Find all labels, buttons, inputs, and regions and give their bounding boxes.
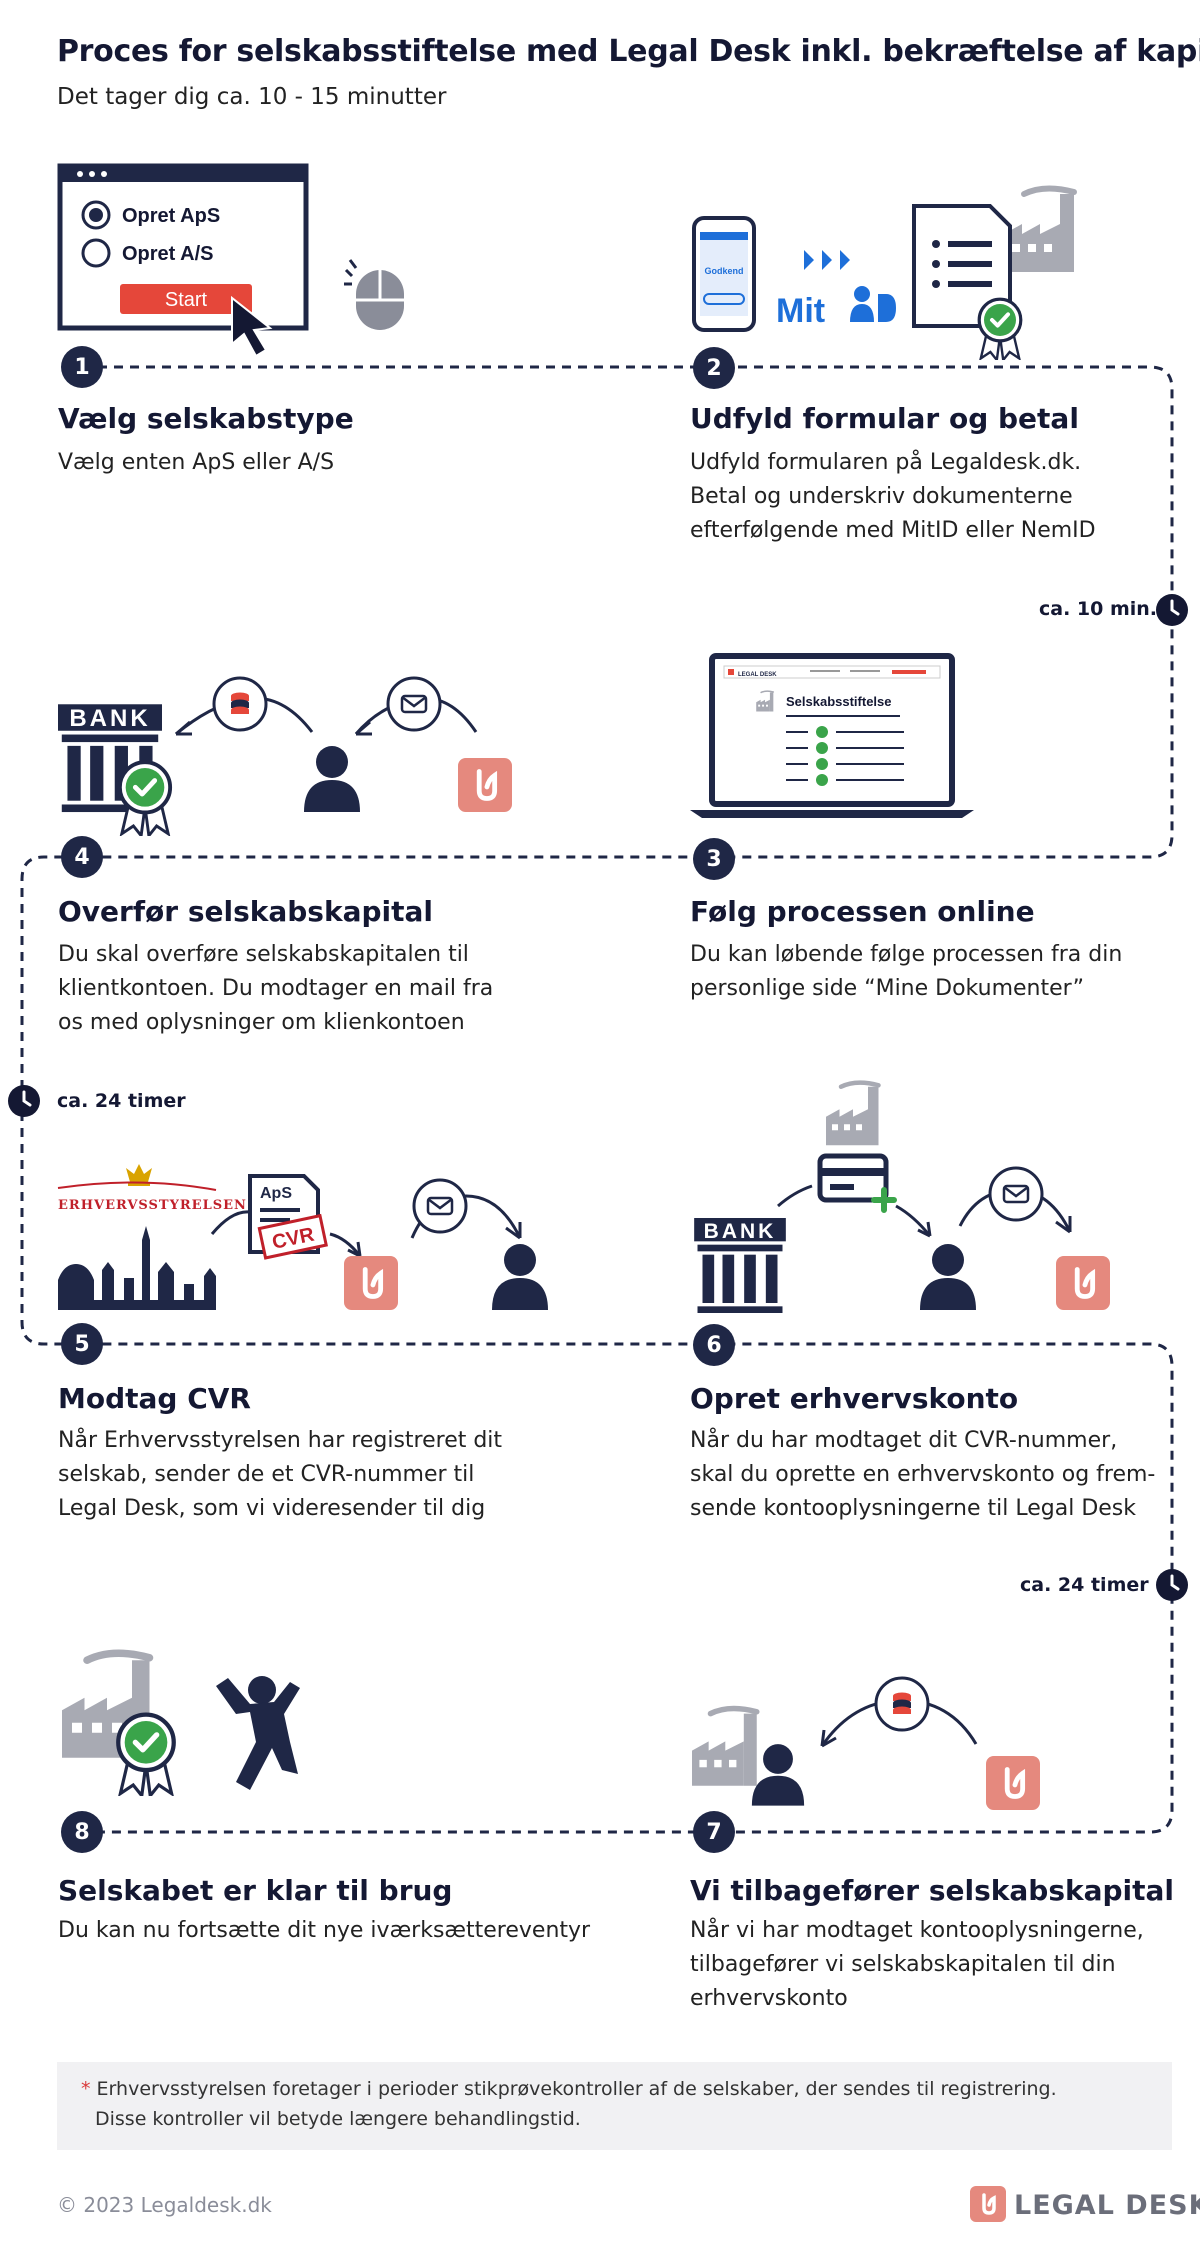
footnote-line-2: Disse kontroller vil betyde længere beha…	[95, 2108, 581, 2130]
step7-refund-illustration	[692, 1676, 1040, 1810]
step-3-badge: 3	[693, 838, 735, 880]
step-2-title: Udfyld formular og betal	[690, 402, 1079, 435]
page-subtitle: Det tager dig ca. 10 - 15 minutter	[57, 84, 447, 110]
erhvervsstyrelsen-logo: ERHVERVSSTYRELSEN	[58, 1198, 247, 1213]
jumping-person-icon	[216, 1676, 300, 1790]
coins-icon	[212, 676, 268, 732]
step6-bank-account-illustration: BANK	[694, 1083, 1110, 1313]
copyright: © 2023 Legaldesk.dk	[57, 2193, 272, 2217]
step-5-description: Når Erhvervsstyrelsen har registreret di…	[58, 1428, 503, 1521]
legal-desk-logo-icon	[1056, 1256, 1110, 1310]
option-aps-label: Opret ApS	[122, 205, 220, 227]
footnote-asterisk: *	[81, 2078, 91, 2100]
step-7-description: Når vi har modtaget kontooplysningerne, …	[690, 1918, 1144, 2011]
person-icon	[751, 1744, 805, 1806]
duration-label: ca. 24 timer	[1020, 1574, 1149, 1596]
mitid-id-mark	[850, 286, 896, 322]
step-4-badge: 4	[61, 836, 103, 878]
bank-sign: BANK	[704, 1220, 777, 1243]
step-8-description: Du kan nu fortsætte dit nye iværksættere…	[58, 1918, 591, 1943]
clock-icon	[1156, 594, 1188, 626]
step-7-badge: 7	[693, 1811, 735, 1853]
certificate-seal-icon	[118, 1715, 173, 1796]
step-5-badge: 5	[61, 1323, 103, 1365]
skyline-icon	[58, 1226, 216, 1310]
step-4-description: Du skal overføre selskabskapitalen til k…	[58, 942, 494, 1035]
duration-label: ca. 24 timer	[57, 1090, 186, 1112]
arrows-icon	[804, 250, 850, 270]
credit-card-icon	[817, 1153, 889, 1203]
page-title: Proces for selskabsstiftelse med Legal D…	[57, 34, 1200, 69]
step2-mitid-illustration: Godkend Mit	[692, 188, 1074, 360]
clock-icon	[8, 1085, 40, 1117]
footnote-line-1: Erhvervsstyrelsen foretager i perioder s…	[96, 2078, 1057, 2100]
person-icon	[492, 1244, 548, 1310]
doc-aps-label: ApS	[260, 1185, 292, 1202]
step-4-title: Overfør selskabskapital	[58, 895, 434, 928]
footnote-box: * Erhvervsstyrelsen foretager i perioder…	[57, 2062, 1172, 2150]
envelope-icon	[386, 676, 442, 732]
step8-ready-illustration	[62, 1653, 300, 1795]
step3-laptop-illustration: LEGAL DESK Selskabsstiftelse	[690, 653, 974, 818]
envelope-icon	[988, 1166, 1044, 1222]
step-6-title: Opret erhvervskonto	[690, 1382, 1019, 1415]
bank-sign: BANK	[69, 705, 150, 732]
coins-icon	[874, 1676, 930, 1732]
brand-wordmark: LEGAL DESK	[1014, 2190, 1200, 2221]
plus-icon	[871, 1187, 897, 1213]
laptop-doc-title: Selskabsstiftelse	[786, 694, 892, 709]
step-1-badge: 1	[61, 346, 103, 388]
crown-icon	[126, 1164, 152, 1186]
envelope-icon	[412, 1178, 468, 1234]
step-8-title: Selskabet er klar til brug	[58, 1874, 453, 1907]
mitid-logo: Mit	[776, 292, 825, 330]
cursor-icon	[231, 295, 273, 358]
certificate-seal-icon	[120, 762, 170, 835]
step-3-description: Du kan løbende følge processen fra din p…	[690, 942, 1123, 1001]
phone-approve-label: Godkend	[704, 266, 743, 276]
step-2-badge: 2	[693, 347, 735, 389]
legal-desk-logo-icon	[970, 2186, 1006, 2222]
certificate-seal-icon	[977, 297, 1023, 360]
step-5-title: Modtag CVR	[58, 1382, 251, 1415]
step-2-description: Udfyld formularen på Legaldesk.dk. Betal…	[690, 450, 1096, 543]
person-icon	[920, 1244, 976, 1310]
flow-path	[20, 365, 1174, 1834]
step-1-title: Vælg selskabstype	[58, 402, 354, 435]
clock-icon	[1156, 1569, 1188, 1601]
step1-browser-illustration: Opret ApS Opret A/S Start	[57, 163, 404, 358]
legal-desk-logo-icon	[986, 1756, 1040, 1810]
step-3-title: Følg processen online	[690, 895, 1035, 928]
laptop-app-brand: LEGAL DESK	[738, 672, 777, 678]
legal-desk-logo-icon	[458, 758, 512, 812]
step4-transfer-illustration: BANK	[58, 676, 512, 836]
step-1-description: Vælg enten ApS eller A/S	[58, 450, 335, 475]
duration-label: ca. 10 min.	[1039, 598, 1158, 620]
legal-desk-logo-icon	[344, 1256, 398, 1310]
step-7-title: Vi tilbagefører selskabskapital	[690, 1874, 1175, 1907]
step-6-badge: 6	[693, 1324, 735, 1366]
mouse-icon	[344, 259, 404, 330]
option-as-label: Opret A/S	[122, 243, 214, 265]
person-icon	[304, 746, 360, 812]
start-button-label: Start	[165, 289, 208, 311]
step-6-description: Når du har modtaget dit CVR-nummer, skal…	[690, 1428, 1156, 1521]
step5-cvr-illustration: ERHVERVSSTYRELSEN ApS CVR	[57, 1164, 548, 1310]
step-8-badge: 8	[61, 1811, 103, 1853]
